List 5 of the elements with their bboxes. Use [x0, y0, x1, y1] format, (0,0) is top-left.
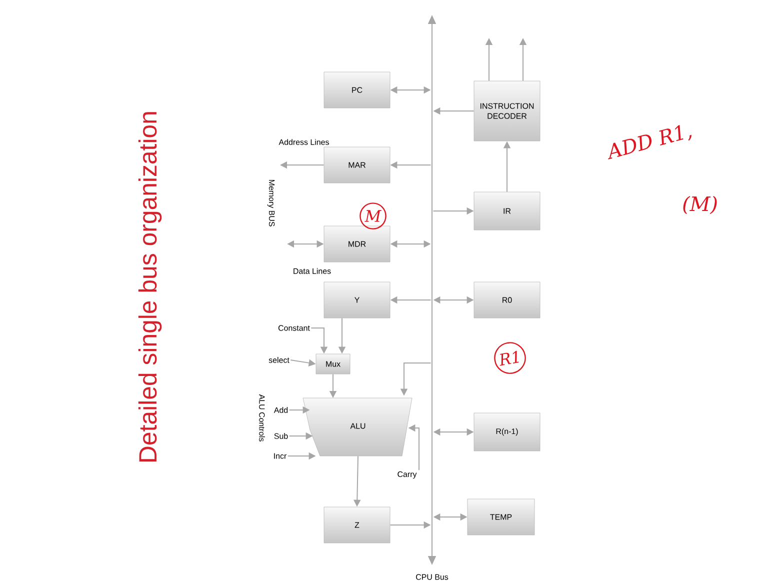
title: Detailed single bus organization [138, 112, 162, 462]
handwritten-note: R1 [494, 342, 526, 374]
handwritten-note: M [360, 202, 386, 230]
handwritten-note: ADD R1, [608, 124, 692, 160]
handwritten-note: (M) [683, 196, 717, 214]
